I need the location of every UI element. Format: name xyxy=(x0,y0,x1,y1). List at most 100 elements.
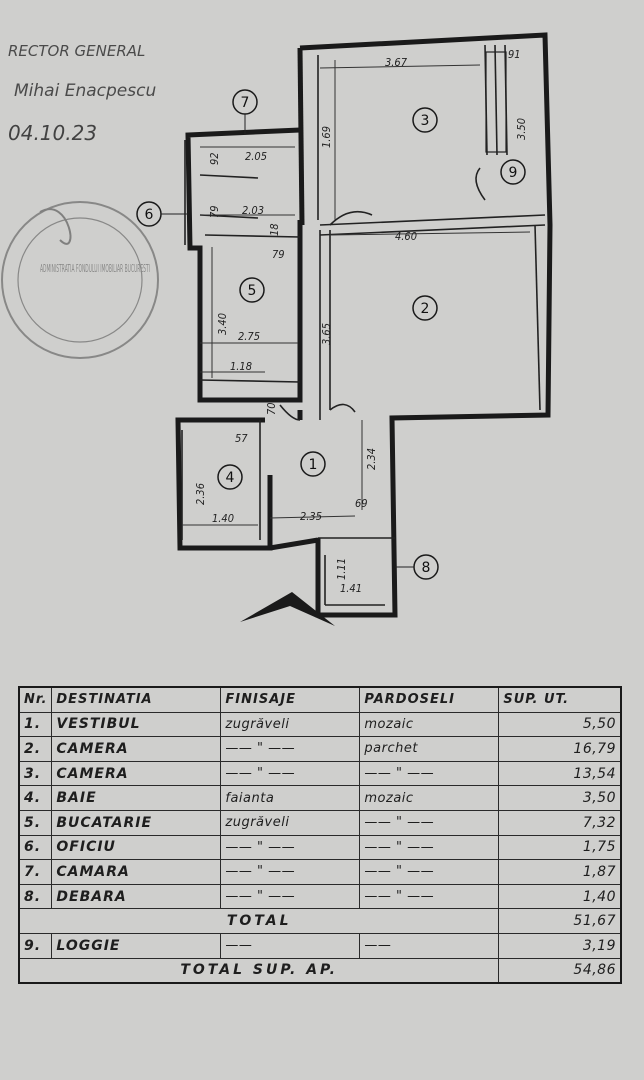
dim-label: 70 xyxy=(265,402,278,415)
row-suprafata: 3,19 xyxy=(498,932,622,959)
row-suprafata: 16,79 xyxy=(498,736,622,762)
dim-label: 18 xyxy=(268,223,281,236)
row-pardoseli: mozaic xyxy=(359,711,500,738)
dimension-labels: 3.67 91 3.50 1.69 2.05 92 79 2.03 18 79 … xyxy=(194,48,528,595)
room-marker-2: 2 xyxy=(412,295,438,321)
total-row: TOTAL 51,67 xyxy=(18,908,622,934)
room-marker-4: 4 xyxy=(217,464,243,490)
walls xyxy=(175,32,553,618)
row-nr: 4. xyxy=(18,785,53,811)
approval-stamp: RECTOR GENERAL Mihai Enacpescu 04.10.23 … xyxy=(1,42,159,359)
room-label-7: 7 xyxy=(241,95,250,111)
dim-label: 2.03 xyxy=(242,204,264,217)
header-nr: Nr. xyxy=(18,686,53,713)
dim-label: 3.65 xyxy=(320,323,333,345)
dim-label: 2.05 xyxy=(245,150,267,163)
dim-label: 92 xyxy=(208,152,221,165)
room-label-1: 1 xyxy=(309,457,318,473)
room-label-3: 3 xyxy=(421,113,430,129)
row-suprafata: 7,32 xyxy=(498,809,622,836)
row-pardoseli: —— " —— xyxy=(359,883,500,910)
room-marker-1: 1 xyxy=(300,451,326,477)
room-label-8: 8 xyxy=(422,560,431,576)
dim-label: 2.34 xyxy=(365,448,378,470)
row-destinatia: CAMERA xyxy=(51,760,222,787)
dim-label: 57 xyxy=(235,432,248,445)
row-nr: 9. xyxy=(18,932,53,959)
header-destinatia: DESTINATIA xyxy=(51,686,222,713)
dim-label: 3.67 xyxy=(385,56,408,69)
director-signature: Mihai Enacpescu xyxy=(14,81,156,101)
table-row: 5. BUCATARIE zugrăveli —— " —— 7,32 xyxy=(18,809,622,836)
row-finisaje: —— " —— xyxy=(220,859,361,885)
row-finisaje: zugrăveli xyxy=(220,809,361,836)
room-label-2: 2 xyxy=(421,301,430,317)
table-row: 8. DEBARA —— " —— —— " —— 1,40 xyxy=(18,883,622,910)
row-destinatia: VESTIBUL xyxy=(51,711,222,738)
row-nr: 2. xyxy=(18,736,53,762)
table-row: 1. VESTIBUL zugrăveli mozaic 5,50 xyxy=(18,711,622,738)
room-markers: 1 2 3 4 5 6 7 8 9 xyxy=(136,89,526,580)
dimension-lines xyxy=(182,60,531,526)
row-destinatia: CAMARA xyxy=(51,859,222,885)
row-destinatia: CAMERA xyxy=(51,736,222,762)
table-row: 4. BAIE faianta mozaic 3,50 xyxy=(18,785,622,811)
row-destinatia: LOGGIE xyxy=(51,932,222,959)
row-pardoseli: —— xyxy=(359,932,500,959)
room-marker-9: 9 xyxy=(500,159,526,185)
row-suprafata: 13,54 xyxy=(498,760,622,787)
row-nr: 6. xyxy=(18,834,53,861)
row-pardoseli: —— " —— xyxy=(359,809,500,836)
dim-label: 1.11 xyxy=(335,558,348,580)
dim-label: 1.40 xyxy=(212,512,234,525)
row-suprafata: 1,75 xyxy=(498,834,622,861)
room-marker-6: 6 xyxy=(136,201,188,227)
row-pardoseli: —— " —— xyxy=(359,834,500,861)
row-destinatia: DEBARA xyxy=(51,883,222,910)
row-suprafata: 1,40 xyxy=(498,883,622,910)
row-pardoseli: —— " —— xyxy=(359,760,500,787)
rooms-table: Nr. DESTINATIA FINISAJE PARDOSELI SUP. U… xyxy=(18,686,622,985)
dim-label: 79 xyxy=(208,205,221,218)
room-label-5: 5 xyxy=(248,283,257,299)
room-label-9: 9 xyxy=(509,165,518,181)
row-nr: 5. xyxy=(18,809,53,836)
grand-total-value: 54,86 xyxy=(498,957,622,984)
total-value: 51,67 xyxy=(498,908,622,934)
dim-label: 2.36 xyxy=(194,483,207,505)
row-finisaje: faianta xyxy=(220,785,361,811)
dim-label: 1.69 xyxy=(320,126,333,148)
row-pardoseli: —— " —— xyxy=(359,859,500,885)
floor-plan: RECTOR GENERAL Mihai Enacpescu 04.10.23 … xyxy=(1,32,553,626)
header-pardoseli: PARDOSELI xyxy=(359,686,500,713)
row-destinatia: BAIE xyxy=(51,785,222,811)
dim-label: 1.41 xyxy=(340,582,362,595)
row-nr: 8. xyxy=(18,883,53,910)
dim-label: 3.40 xyxy=(216,313,229,335)
header-sup-ut: SUP. UT. xyxy=(498,686,622,713)
table-row: 3. CAMERA —— " —— —— " —— 13,54 xyxy=(18,760,622,787)
dim-label: 91 xyxy=(508,48,521,61)
approval-date: 04.10.23 xyxy=(8,121,97,145)
row-nr: 1. xyxy=(18,711,53,738)
table-header-row: Nr. DESTINATIA FINISAJE PARDOSELI SUP. U… xyxy=(18,686,622,713)
north-arrow-icon xyxy=(240,592,335,626)
loggia-row: 9. LOGGIE —— —— 3,19 xyxy=(18,932,622,959)
room-marker-7: 7 xyxy=(232,89,258,135)
row-finisaje: —— " —— xyxy=(220,883,361,910)
header-finisaje: FINISAJE xyxy=(220,686,361,713)
row-finisaje: —— " —— xyxy=(220,736,361,762)
table-row: 6. OFICIU —— " —— —— " —— 1,75 xyxy=(18,834,622,861)
row-suprafata: 5,50 xyxy=(498,711,622,738)
table-row: 7. CAMARA —— " —— —— " —— 1,87 xyxy=(18,859,622,885)
row-nr: 7. xyxy=(18,859,53,885)
row-finisaje: zugrăveli xyxy=(220,711,361,738)
dim-label: 1.18 xyxy=(230,360,252,373)
grand-total-label: TOTAL SUP. AP. xyxy=(18,957,500,984)
official-seal: ADMINISTRATIA FONDULUI IMOBILIAR BUCURES… xyxy=(1,201,159,359)
seal-text: ADMINISTRATIA FONDULUI IMOBILIAR BUCURES… xyxy=(40,262,150,275)
row-finisaje: —— xyxy=(220,932,361,959)
room-marker-3: 3 xyxy=(412,107,438,133)
director-title: RECTOR GENERAL xyxy=(8,42,145,60)
row-pardoseli: mozaic xyxy=(359,785,500,811)
